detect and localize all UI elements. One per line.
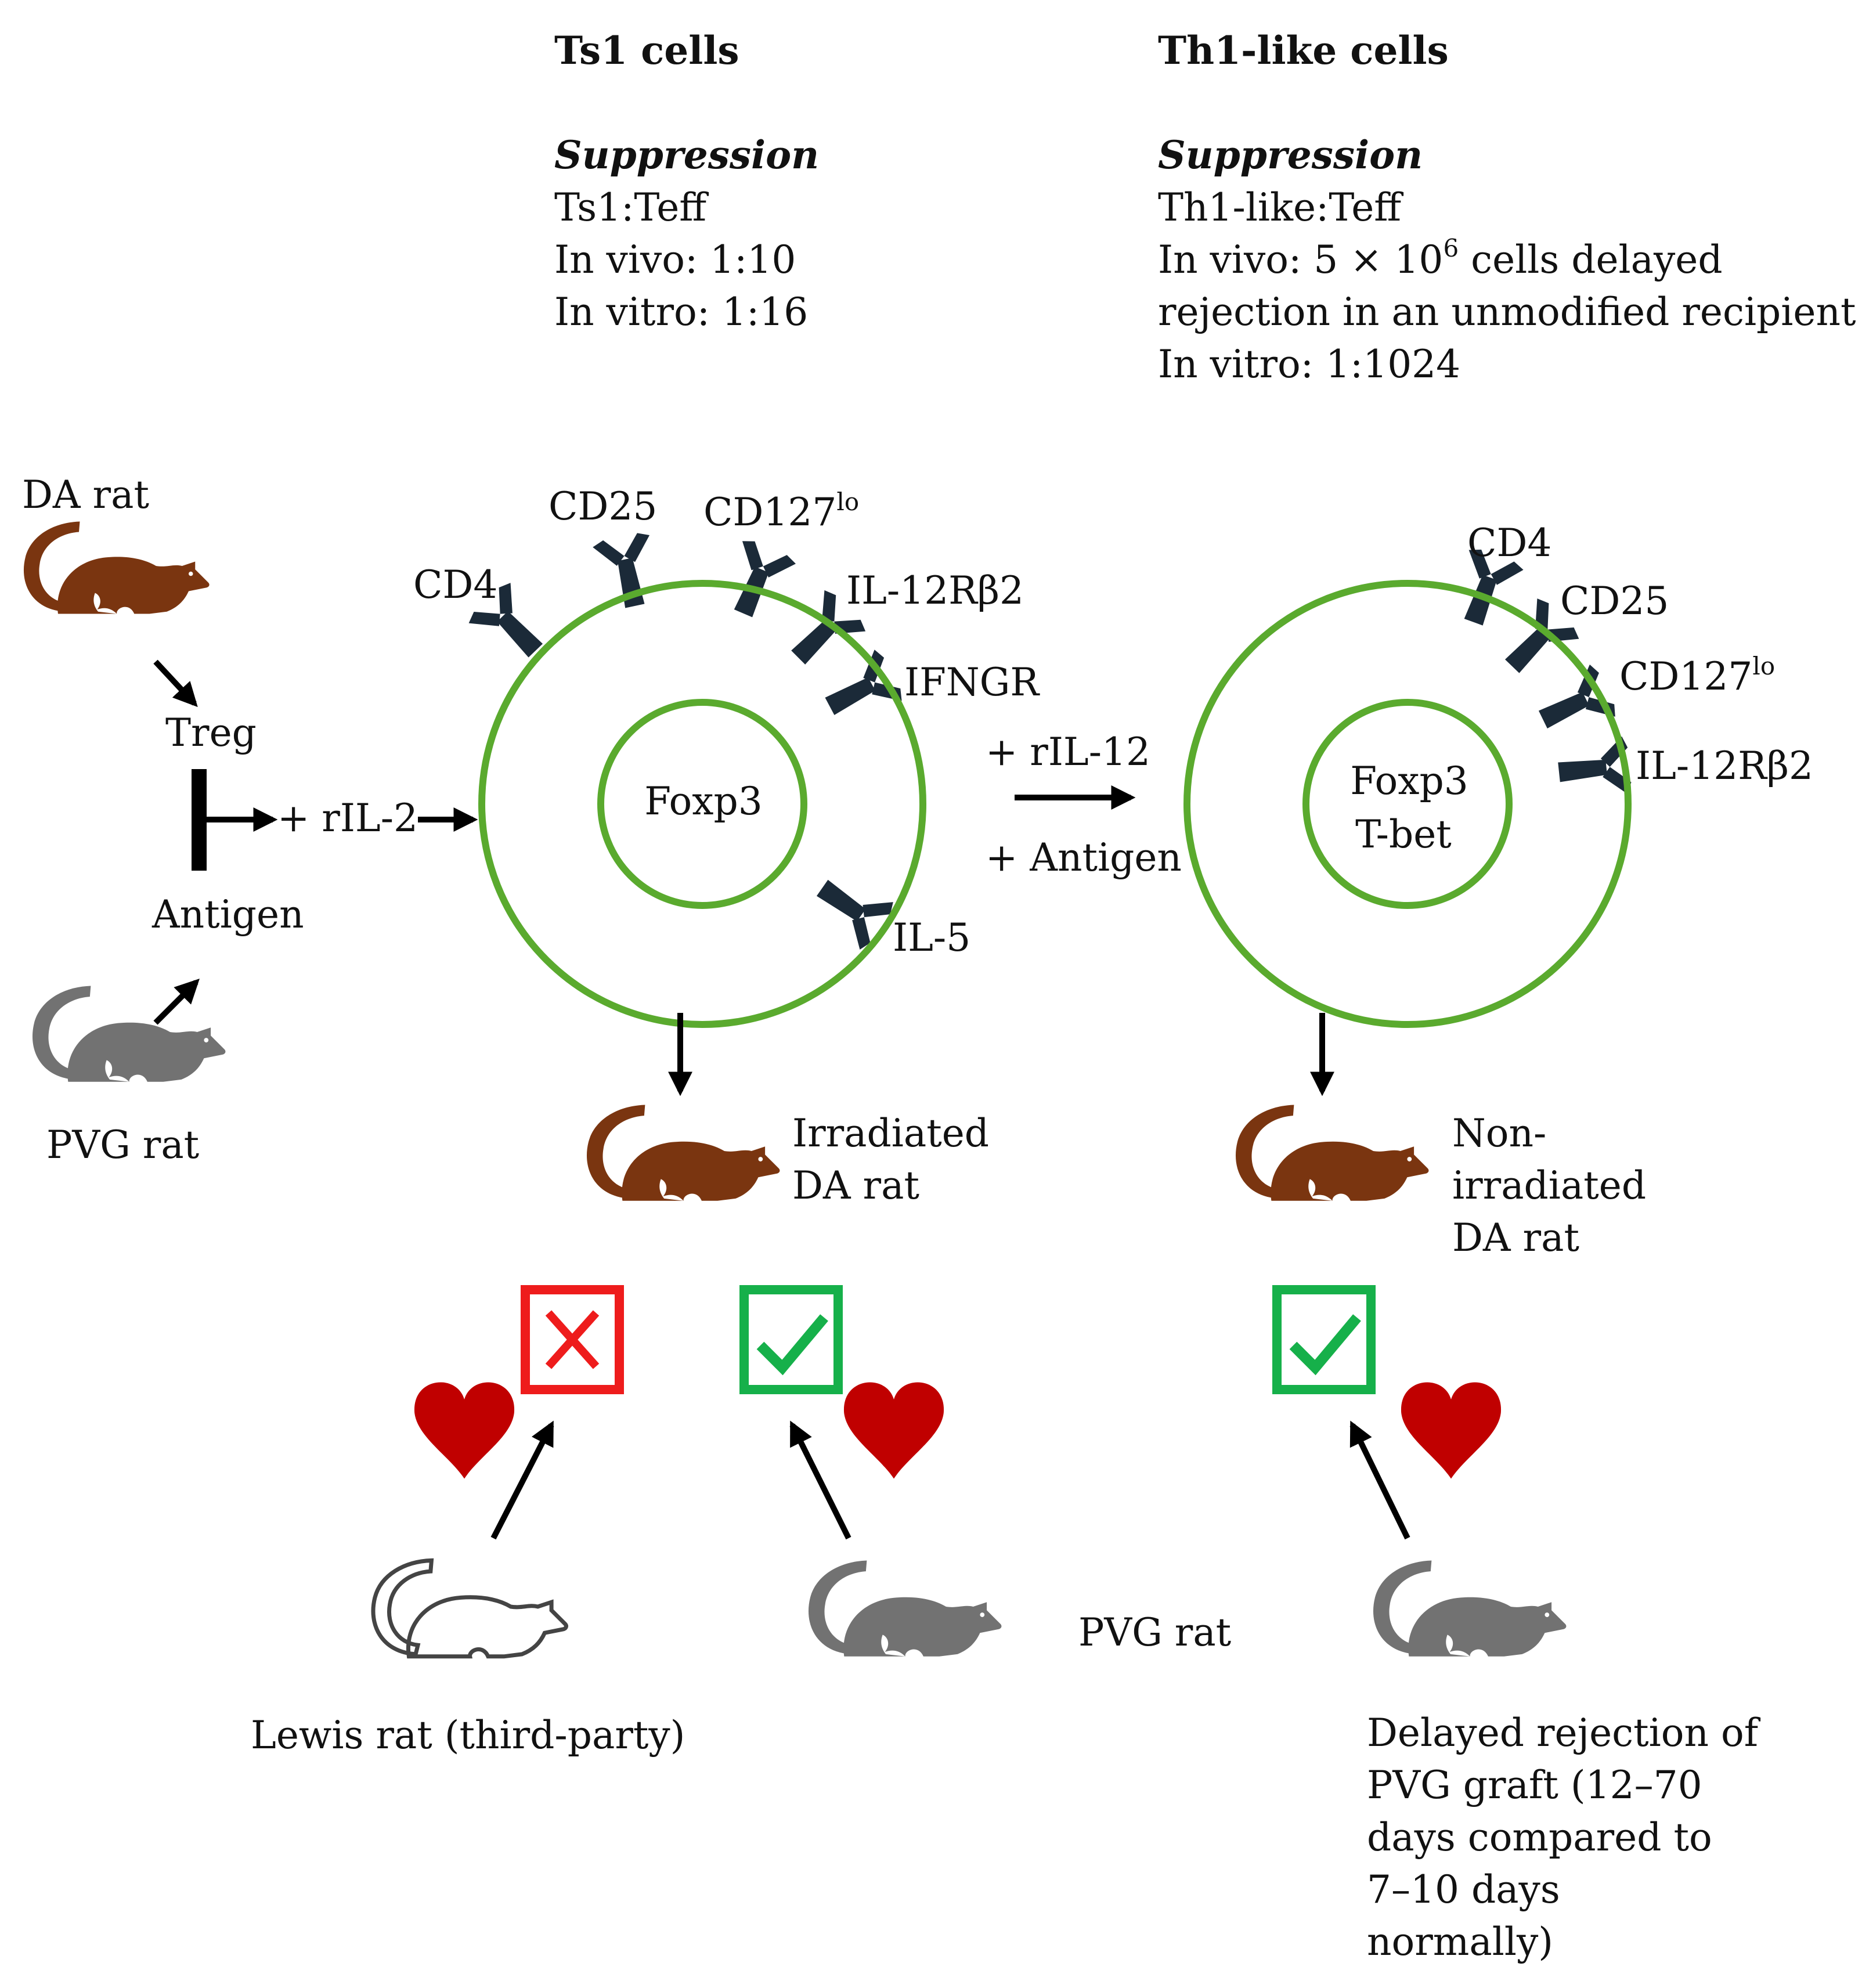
th1-cell-nucleus bbox=[1302, 699, 1513, 909]
check-mark-icon-1 bbox=[756, 1314, 828, 1376]
da-to-treg-arrow bbox=[153, 659, 198, 708]
ts1-cell: Foxp3 CD4 CD25 CD127lo IL-12Rβ2 IFNGR IL… bbox=[413, 484, 1040, 1028]
treg-label: Treg bbox=[165, 710, 257, 755]
ril2-label: + rIL-2 bbox=[277, 796, 418, 840]
irradiated-da-rat-icon bbox=[586, 1105, 780, 1201]
antigen-label: Antigen bbox=[151, 892, 304, 937]
pvg-rat-icon-donor-2 bbox=[1373, 1560, 1567, 1657]
ts1-ratio: Ts1:Teff bbox=[554, 185, 709, 230]
delayed-line-4: 7–10 days bbox=[1367, 1867, 1560, 1912]
lewis-graft-arrow bbox=[490, 1420, 554, 1540]
th1-in-vivo: In vivo: 5 × 106 cells delayed bbox=[1158, 234, 1723, 282]
irradiated-label-2: DA rat bbox=[792, 1163, 919, 1208]
ts1-in-vitro: In vitro: 1:16 bbox=[554, 290, 808, 334]
x-mark-icon bbox=[545, 1310, 600, 1369]
pvg-graft-arrow-1 bbox=[789, 1420, 851, 1540]
ts1-header: Ts1 cells Suppression Ts1:Teff In vivo: … bbox=[554, 28, 819, 334]
ts1-suppression: Suppression bbox=[554, 132, 819, 178]
pvg-rat-icon-donor-1 bbox=[808, 1560, 1002, 1657]
cd127-label-2: CD127lo bbox=[1619, 652, 1775, 699]
heart-icon-1 bbox=[414, 1382, 515, 1479]
th1-header: Th1-like cells Suppression Th1-like:Teff… bbox=[1158, 28, 1856, 387]
cd127-receptor-1 bbox=[716, 536, 798, 625]
ts1-title: Ts1 cells bbox=[554, 28, 739, 73]
il12-label-2: IL-12Rβ2 bbox=[1636, 744, 1813, 788]
il12-label-1: IL-12Rβ2 bbox=[846, 568, 1024, 613]
da-rat-label: DA rat bbox=[22, 472, 149, 517]
pvg-to-antigen-arrow bbox=[153, 979, 200, 1025]
delayed-line-5: normally) bbox=[1367, 1920, 1553, 1964]
ts1-nucleus-label: Foxp3 bbox=[644, 779, 762, 824]
ts1-in-vivo: In vivo: 1:10 bbox=[554, 237, 796, 282]
heart-icon-3 bbox=[1401, 1382, 1502, 1479]
th1-nucleus-label-1: Foxp3 bbox=[1350, 759, 1468, 803]
delayed-line-2: PVG graft (12–70 bbox=[1367, 1763, 1702, 1807]
pvg-rat-icon-left bbox=[32, 986, 226, 1082]
th1-ratio: Th1-like:Teff bbox=[1158, 185, 1403, 230]
da-rat-icon bbox=[23, 521, 210, 614]
il5-receptor-1 bbox=[806, 864, 897, 952]
lewis-rat-label: Lewis rat (third-party) bbox=[251, 1713, 685, 1758]
nonirradiated-label-3: DA rat bbox=[1452, 1215, 1579, 1260]
pvg-graft-arrow-2 bbox=[1349, 1420, 1410, 1540]
ifngr-label-1: IFNGR bbox=[904, 660, 1040, 705]
th1-nucleus-label-2: T-bet bbox=[1355, 812, 1452, 857]
accepted-box-2 bbox=[1272, 1285, 1376, 1394]
ts1-cell-membrane bbox=[478, 580, 926, 1028]
nonirradiated-da-rat-icon bbox=[1235, 1105, 1429, 1201]
irradiated-label-1: Irradiated bbox=[792, 1111, 989, 1156]
inhibition-bar bbox=[192, 769, 207, 871]
transition-antigen-label: + Antigen bbox=[986, 835, 1182, 880]
cd25-label-2: CD25 bbox=[1560, 579, 1669, 623]
cd4-label-1: CD4 bbox=[413, 562, 497, 607]
cd127-label-1: CD127lo bbox=[703, 488, 859, 535]
il5-label-1: IL-5 bbox=[893, 915, 970, 960]
pvg-rat-label-donor: PVG rat bbox=[1078, 1610, 1231, 1655]
pvg-rat-label-left: PVG rat bbox=[46, 1123, 199, 1167]
ts1-cell-nucleus bbox=[597, 699, 807, 909]
check-mark-icon-2 bbox=[1289, 1314, 1361, 1376]
heart-icon-2 bbox=[843, 1382, 944, 1479]
ril12-label: + rIL-12 bbox=[986, 730, 1150, 774]
nonirradiated-label-2: irradiated bbox=[1452, 1163, 1646, 1208]
delayed-line-1: Delayed rejection of bbox=[1367, 1711, 1761, 1755]
delayed-line-3: days compared to bbox=[1367, 1815, 1712, 1860]
th1-cell: Foxp3 T-bet CD4 CD25 CD127lo IL-12Rβ2 bbox=[1183, 521, 1813, 1028]
accepted-box-1 bbox=[739, 1285, 843, 1394]
lewis-rat-icon bbox=[373, 1560, 566, 1656]
th1-in-vivo-line2: rejection in an unmodified recipient bbox=[1158, 290, 1856, 334]
nonirradiated-label-1: Non- bbox=[1452, 1111, 1546, 1156]
th1-in-vitro: In vitro: 1:1024 bbox=[1158, 342, 1460, 387]
rejected-box bbox=[521, 1285, 624, 1394]
cd4-label-2: CD4 bbox=[1467, 521, 1551, 565]
th1-title: Th1-like cells bbox=[1158, 28, 1449, 73]
cd25-label-1: CD25 bbox=[549, 484, 657, 529]
th1-suppression: Suppression bbox=[1158, 132, 1423, 178]
delayed-rejection-note: Delayed rejection of PVG graft (12–70 da… bbox=[1367, 1711, 1761, 1964]
th1-cell-membrane bbox=[1183, 580, 1632, 1028]
